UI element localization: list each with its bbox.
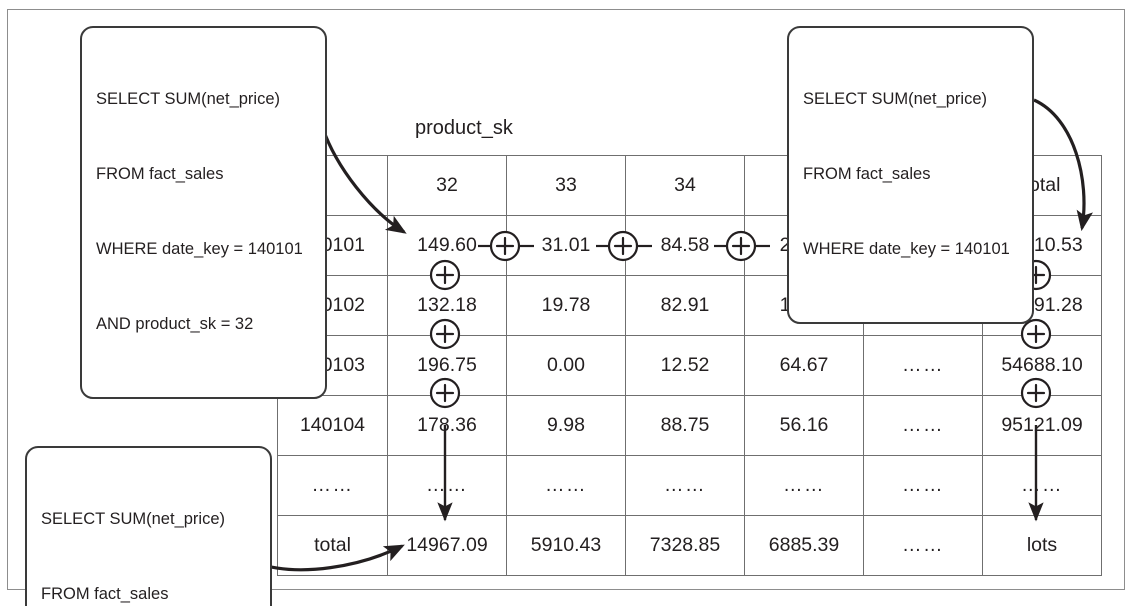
cell-r4-c4: …… (863, 455, 983, 516)
cell-r4-c2: …… (625, 455, 745, 516)
cell-r5-c4: …… (863, 515, 983, 576)
cell-r1-c1: 19.78 (506, 275, 626, 336)
sql-line: WHERE date_key = 140101 (803, 240, 1010, 258)
cell-r4-c3: …… (744, 455, 864, 516)
callout-cell-query: SELECT SUM(net_price) FROM fact_sales WH… (80, 26, 327, 399)
table-row: 140103 196.75 0.00 12.52 64.67 …… 54688.… (277, 335, 1102, 396)
cell-r5-c2: 7328.85 (625, 515, 745, 576)
cell-r5-c5: lots (982, 515, 1102, 576)
cell-r2-c5: 54688.10 (982, 335, 1102, 396)
column-header-2: 34 (625, 155, 745, 216)
cell-r4-c1: …… (506, 455, 626, 516)
cell-r3-c3: 56.16 (744, 395, 864, 456)
cell-r0-c1: 31.01 (506, 215, 626, 276)
cell-r0-c0: 149.60 (387, 215, 507, 276)
sql-line: AND product_sk = 32 (96, 315, 254, 333)
cell-r0-c2: 84.58 (625, 215, 745, 276)
row-header-4: …… (277, 455, 388, 516)
cell-r4-c0: …… (387, 455, 507, 516)
cell-r3-c2: 88.75 (625, 395, 745, 456)
column-header-1: 33 (506, 155, 626, 216)
matrix-body: 32 33 34 35 …… total 140101 149.60 31.01… (277, 155, 1102, 576)
sql-line: FROM fact_sales (96, 165, 224, 183)
sql-line: FROM fact_sales (803, 165, 931, 183)
matrix-table: 32 33 34 35 …… total 140101 149.60 31.01… (277, 155, 1102, 576)
column-axis-title: product_sk (415, 117, 513, 139)
callout-row-total-query: SELECT SUM(net_price) FROM fact_sales WH… (787, 26, 1034, 324)
sql-line: SELECT SUM(net_price) (803, 90, 988, 108)
row-header-3: 140104 (277, 395, 388, 456)
column-header-0: 32 (387, 155, 507, 216)
cell-r5-c1: 5910.43 (506, 515, 626, 576)
callout-column-total-query: SELECT SUM(net_price) FROM fact_sales WH… (25, 446, 272, 606)
row-header-5: total (277, 515, 388, 576)
pivot-matrix: 32 33 34 35 …… total 140101 149.60 31.01… (277, 155, 1102, 576)
sql-line: SELECT SUM(net_price) (96, 90, 281, 108)
cell-r3-c0: 178.36 (387, 395, 507, 456)
cell-r3-c1: 9.98 (506, 395, 626, 456)
sql-line: SELECT SUM(net_price) (41, 510, 226, 528)
table-row: 140104 178.36 9.98 88.75 56.16 …… 95121.… (277, 395, 1102, 456)
cell-r2-c0: 196.75 (387, 335, 507, 396)
cell-r2-c4: …… (863, 335, 983, 396)
cell-r3-c5: 95121.09 (982, 395, 1102, 456)
cell-r2-c2: 12.52 (625, 335, 745, 396)
cell-r5-c0: 14967.09 (387, 515, 507, 576)
sql-line: WHERE date_key = 140101 (96, 240, 303, 258)
cell-r2-c3: 64.67 (744, 335, 864, 396)
cell-r3-c4: …… (863, 395, 983, 456)
cell-r1-c0: 132.18 (387, 275, 507, 336)
cell-r4-c5: …… (982, 455, 1102, 516)
cell-r2-c1: 0.00 (506, 335, 626, 396)
table-row: total 14967.09 5910.43 7328.85 6885.39 …… (277, 515, 1102, 576)
sql-line: FROM fact_sales (41, 585, 169, 603)
table-row: …… …… …… …… …… …… …… (277, 455, 1102, 516)
cell-r1-c2: 82.91 (625, 275, 745, 336)
cell-r5-c3: 6885.39 (744, 515, 864, 576)
